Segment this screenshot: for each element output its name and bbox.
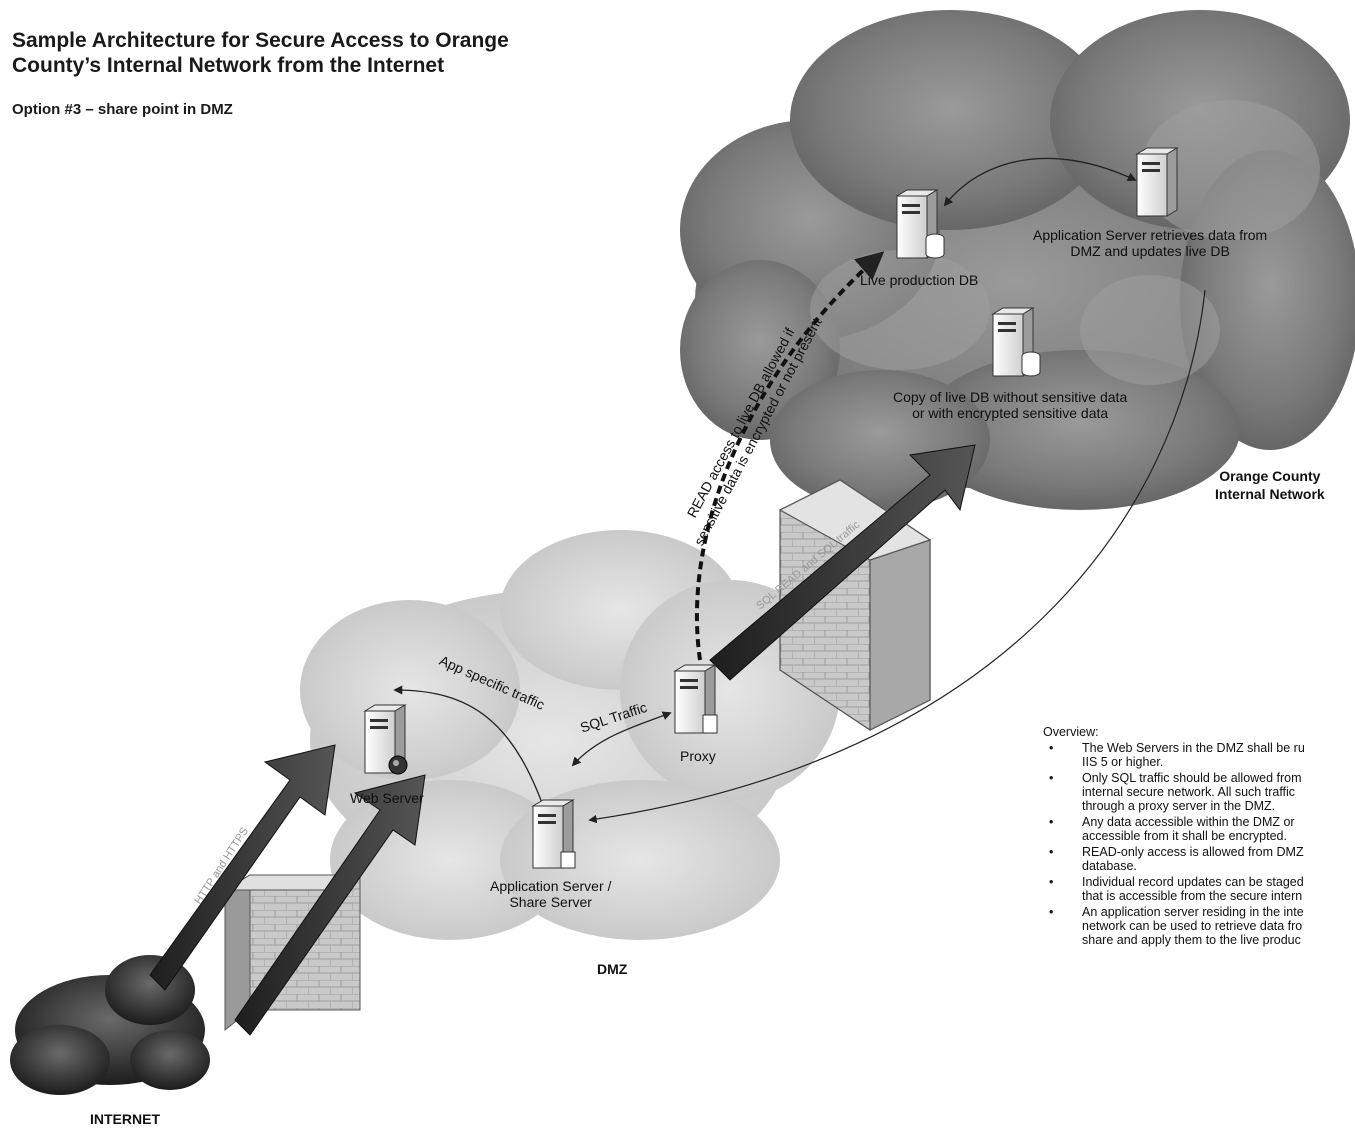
overview-item-line: accessible from it shall be encrypted. xyxy=(1082,829,1355,843)
overview-item-line: internal secure network. All such traffi… xyxy=(1082,785,1355,799)
internet-zone-label: INTERNET xyxy=(90,1110,160,1128)
copy-db-label: Copy of live DB without sensitive data o… xyxy=(893,389,1127,421)
overview-heading: Overview: xyxy=(1043,725,1355,739)
overview-item-line: READ-only access is allowed from DMZ xyxy=(1082,845,1355,859)
overview-item-line: share and apply them to the live produc xyxy=(1082,933,1355,947)
overview-item-line: Only SQL traffic should be allowed from xyxy=(1082,771,1355,785)
overview-item-line: network can be used to retrieve data fro xyxy=(1082,919,1355,933)
app-server-icon xyxy=(533,800,575,868)
overview-item-line: that is accessible from the secure inter… xyxy=(1082,889,1355,903)
overview-item: Individual record updates can be staged … xyxy=(1082,875,1355,903)
overview-item: Any data accessible within the DMZ or ac… xyxy=(1082,815,1355,843)
overview-panel: Overview: The Web Servers in the DMZ sha… xyxy=(1043,725,1355,1005)
overview-item: Only SQL traffic should be allowed from … xyxy=(1082,771,1355,813)
page-subtitle: Option #3 – share point in DMZ xyxy=(12,101,233,118)
proxy-label: Proxy xyxy=(680,748,716,764)
live-db-icon xyxy=(897,190,944,258)
title-line-1: Sample Architecture for Secure Access to… xyxy=(12,28,509,53)
overview-item-line: IIS 5 or higher. xyxy=(1082,755,1355,769)
overview-item-line: database. xyxy=(1082,859,1355,873)
copy-db-icon xyxy=(993,308,1040,376)
internal-zone-label: Orange County Internal Network xyxy=(1215,467,1325,503)
overview-item-line: Individual record updates can be staged xyxy=(1082,875,1355,889)
internal-app-server-label: Application Server retrieves data from D… xyxy=(1033,227,1267,259)
proxy-server-icon xyxy=(675,665,717,733)
internal-network-cloud xyxy=(680,10,1355,510)
internal-app-label-line1: Application Server retrieves data from xyxy=(1033,227,1267,243)
copy-db-label-line1: Copy of live DB without sensitive data xyxy=(893,389,1127,405)
title-line-2: County’s Internal Network from the Inter… xyxy=(12,53,509,78)
app-server-label-line2: Share Server xyxy=(490,894,611,910)
overview-list: The Web Servers in the DMZ shall be ru I… xyxy=(1043,741,1355,947)
live-db-label: Live production DB xyxy=(860,272,978,288)
app-server-label: Application Server / Share Server xyxy=(490,878,611,910)
internal-zone-label-line1: Orange County xyxy=(1215,467,1325,485)
internet-cloud xyxy=(10,955,210,1095)
overview-item: An application server residing in the in… xyxy=(1082,905,1355,947)
overview-item: READ-only access is allowed from DMZ dat… xyxy=(1082,845,1355,873)
dmz-zone-label: DMZ xyxy=(597,960,627,978)
overview-item: The Web Servers in the DMZ shall be ru I… xyxy=(1082,741,1355,769)
internal-zone-label-line2: Internal Network xyxy=(1215,485,1325,503)
copy-db-label-line2: or with encrypted sensitive data xyxy=(893,405,1127,421)
app-server-label-line1: Application Server / xyxy=(490,878,611,894)
internal-app-server-icon xyxy=(1137,148,1177,216)
page-title: Sample Architecture for Secure Access to… xyxy=(12,28,509,78)
overview-item-line: The Web Servers in the DMZ shall be ru xyxy=(1082,741,1355,755)
web-server-icon xyxy=(365,705,407,774)
overview-item-line: An application server residing in the in… xyxy=(1082,905,1355,919)
internal-app-label-line2: DMZ and updates live DB xyxy=(1033,243,1267,259)
overview-item-line: through a proxy server in the DMZ. xyxy=(1082,799,1355,813)
web-server-label: Web Server xyxy=(350,790,424,806)
overview-item-line: Any data accessible within the DMZ or xyxy=(1082,815,1355,829)
